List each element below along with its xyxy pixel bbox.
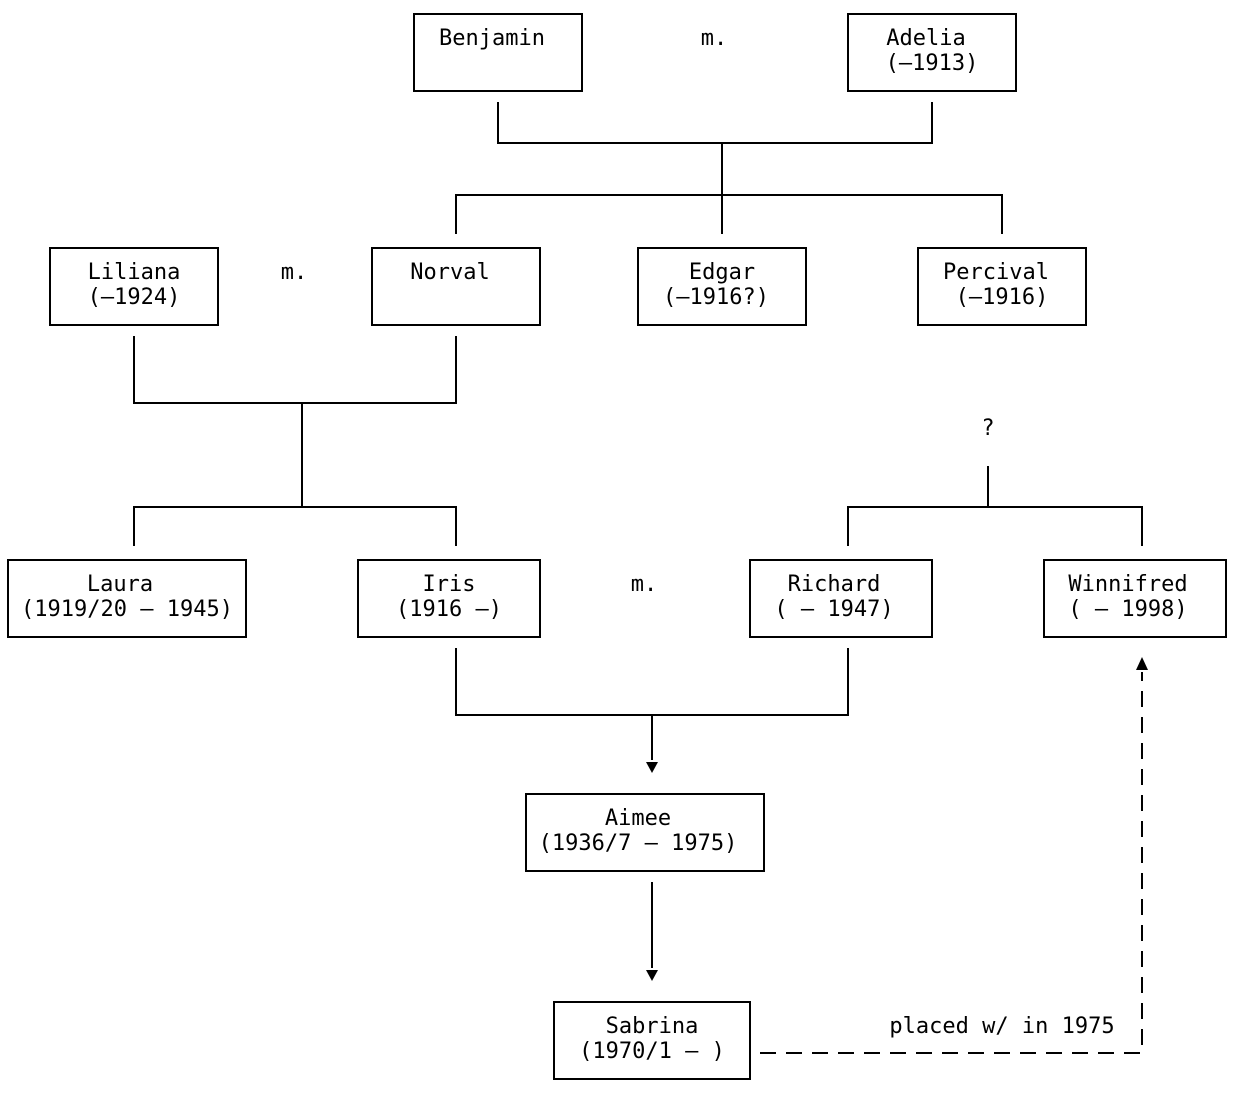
person-dates: (1916 –) xyxy=(396,597,502,622)
person-name: Edgar xyxy=(689,260,755,285)
connector-benjamin-adelia xyxy=(497,102,933,144)
connector-sibling-bar-2 xyxy=(133,506,457,546)
marriage-label-liliana-norval: m. xyxy=(281,260,308,285)
person-benjamin: Benjamin xyxy=(413,13,583,92)
connector-sibling-bar-1 xyxy=(455,194,1003,234)
person-dates: (1936/7 – 1975) xyxy=(539,831,738,856)
person-adelia: Adelia (–1913) xyxy=(847,13,1017,92)
connector-sabrina-winnifred-dashed xyxy=(760,672,1143,1054)
arrow-to-winnifred xyxy=(1136,657,1148,670)
person-name: Sabrina xyxy=(606,1014,699,1039)
marriage-label-iris-richard: m. xyxy=(631,572,658,597)
person-name: Adelia xyxy=(886,26,965,51)
person-dates: ( – 1998) xyxy=(1068,597,1187,622)
person-name: Norval xyxy=(410,260,489,285)
connector-iris-richard xyxy=(455,648,849,716)
person-dates: (1970/1 – ) xyxy=(579,1039,725,1064)
person-dates: (–1916) xyxy=(956,285,1049,310)
person-iris: Iris (1916 –) xyxy=(357,559,541,638)
person-liliana: Liliana (–1924) xyxy=(49,247,219,326)
person-boxes: Benjamin Adelia (–1913) Liliana (–1924) … xyxy=(7,13,1227,1080)
person-dates: (1919/20 – 1945) xyxy=(21,597,233,622)
labels: m. m. m. ? placed w/ in 1975 xyxy=(281,26,1115,1039)
connector-liliana-norval xyxy=(133,336,457,404)
person-name: Benjamin xyxy=(439,26,545,51)
person-name: Laura xyxy=(87,572,153,597)
person-dates: ( – 1947) xyxy=(774,597,893,622)
person-aimee: Aimee (1936/7 – 1975) xyxy=(525,793,765,872)
person-laura: Laura (1919/20 – 1945) xyxy=(7,559,247,638)
person-name: Iris xyxy=(423,572,476,597)
placement-note: placed w/ in 1975 xyxy=(889,1014,1114,1039)
arrow-to-aimee xyxy=(646,762,658,773)
person-name: Aimee xyxy=(605,806,671,831)
person-dates: (–1924) xyxy=(88,285,181,310)
person-norval: Norval xyxy=(371,247,541,326)
person-dates: (–1916?) xyxy=(663,285,769,310)
person-richard: Richard ( – 1947) xyxy=(749,559,933,638)
connectors xyxy=(133,102,1148,1054)
person-name: Liliana xyxy=(88,260,181,285)
unknown-parents-label: ? xyxy=(981,416,994,441)
person-percival: Percival (–1916) xyxy=(917,247,1087,326)
person-dates: (–1913) xyxy=(886,51,979,76)
connector-sibling-bar-3 xyxy=(847,506,1143,546)
person-edgar: Edgar (–1916?) xyxy=(637,247,807,326)
person-name: Winnifred xyxy=(1068,572,1187,597)
arrow-to-sabrina xyxy=(646,970,658,981)
person-winnifred: Winnifred ( – 1998) xyxy=(1043,559,1227,638)
marriage-label-benjamin-adelia: m. xyxy=(701,26,728,51)
person-sabrina: Sabrina (1970/1 – ) xyxy=(553,1001,751,1080)
person-name: Richard xyxy=(788,572,881,597)
person-name: Percival xyxy=(943,260,1049,285)
